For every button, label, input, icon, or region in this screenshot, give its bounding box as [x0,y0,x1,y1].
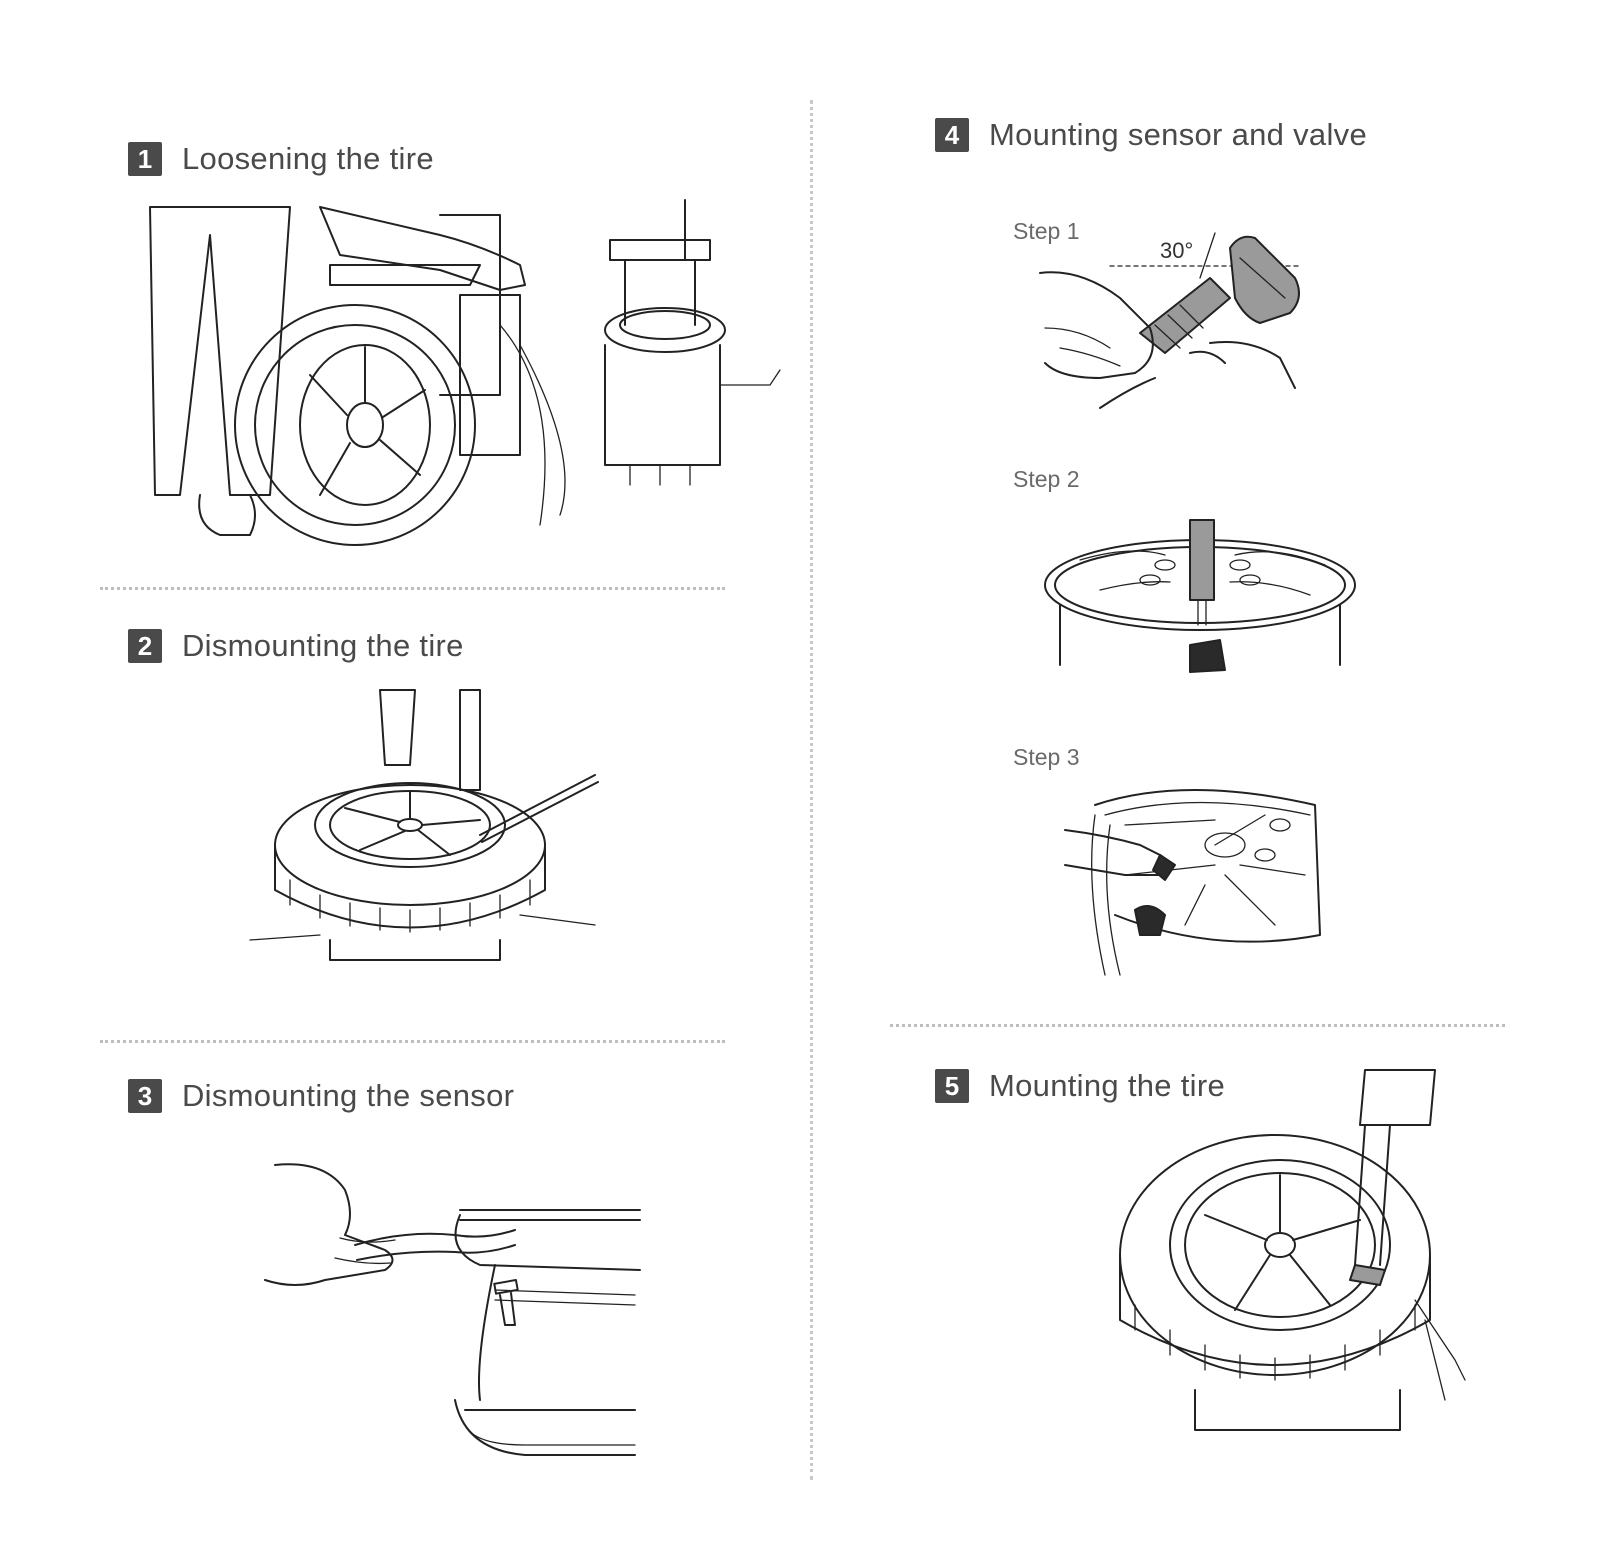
divider-2-3 [100,1040,725,1043]
section-title: Dismounting the sensor [182,1078,515,1113]
section-title: Loosening the tire [182,141,434,176]
section-number-badge: 1 [128,142,162,176]
dismounting-tire-illustration [249,689,599,961]
section-title: Mounting the tire [989,1068,1226,1103]
section-2-heading: 2 Dismounting the tire [128,628,464,664]
section-4-heading: 4 Mounting sensor and valve [935,117,1367,153]
divider-4-5 [890,1024,1505,1027]
center-divider [810,100,813,1480]
dismounting-sensor-illustration [264,1163,641,1456]
section-title: Mounting sensor and valve [989,117,1368,152]
section-number-badge: 2 [128,629,162,663]
section-1-heading: 1 Loosening the tire [128,141,434,177]
section-number-badge: 5 [935,1069,969,1103]
loosening-tire-illustration [149,199,781,546]
mounting-tire-illustration [1119,1069,1466,1431]
angle-label: 30° [1160,238,1193,263]
divider-1-2 [100,587,725,590]
step-3-label: Step 3 [1013,744,1080,770]
step-1-illustration: 30° [1039,232,1301,409]
section-title: Dismounting the tire [182,628,464,663]
step-2-illustration [1044,519,1356,673]
section-number-badge: 4 [935,118,969,152]
section-number-badge: 3 [128,1079,162,1113]
step-3-illustration [1064,789,1321,976]
step-2-label: Step 2 [1013,466,1080,492]
section-5-heading: 5 Mounting the tire [935,1068,1225,1104]
section-3-heading: 3 Dismounting the sensor [128,1078,514,1114]
step-1-label: Step 1 [1013,218,1080,244]
